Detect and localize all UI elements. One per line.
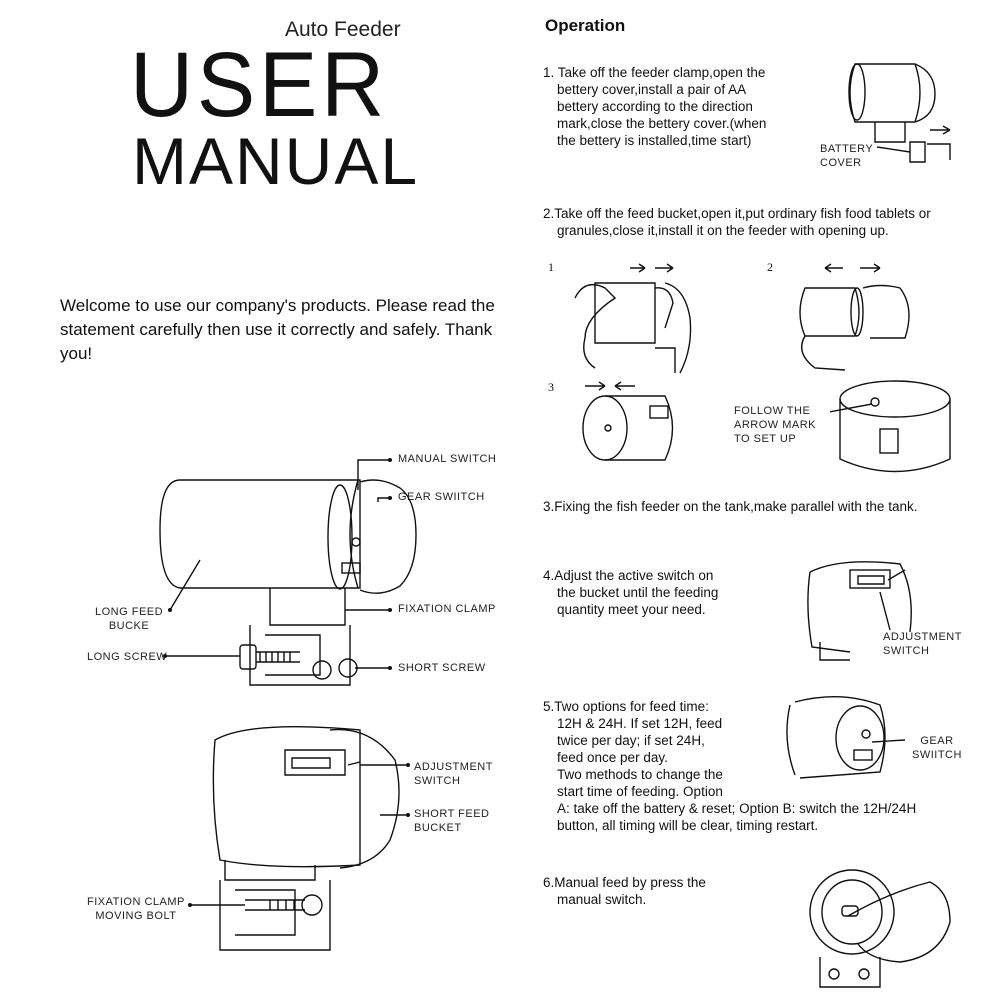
fig-number-2: 2	[767, 260, 773, 274]
label-step5-gear: GEAR SWIITCH	[912, 735, 962, 761]
label-long-screw: LONG SCREW	[87, 651, 168, 663]
long-bucket-diagram	[159, 458, 417, 686]
fig-number-1: 1	[548, 260, 554, 274]
step-5-options: A: take off the battery & reset; Option …	[557, 801, 917, 833]
hands-close-bucket-diagram	[799, 263, 910, 371]
hands-open-bucket-diagram	[574, 263, 692, 374]
operation-heading: Operation	[545, 16, 626, 35]
step-3-text: 3.Fixing the fish feeder on the tank,mak…	[543, 499, 918, 514]
label-step4-adjustment: ADJUSTMENT SWITCH	[883, 631, 962, 657]
label-long-feed: LONG FEED BUCKE	[95, 606, 164, 632]
step-4-text: 4.Adjust the active switch on the bucket…	[543, 568, 719, 617]
label-gear-switch: GEAR SWIITCH	[398, 491, 485, 503]
adjustment-switch-diagram	[807, 561, 912, 661]
label-short-feed: SHORT FEED BUCKET	[414, 808, 490, 834]
follow-arrow-diagram	[582, 381, 674, 461]
step-2-text: 2.Take off the feed bucket,open it,put o…	[543, 206, 931, 238]
label-adjustment-switch: ADJUSTMENT SWITCH	[414, 761, 493, 787]
bucket-top-diagram	[830, 380, 951, 473]
short-bucket-diagram	[188, 725, 410, 951]
label-short-screw: SHORT SCREW	[398, 662, 486, 674]
label-fixation-clamp: FIXATION CLAMP	[398, 603, 496, 615]
title-manual: MANUAL	[132, 124, 420, 198]
label-battery-cover: BATTERY COVER	[820, 143, 874, 169]
fig-number-3: 3	[548, 380, 554, 394]
step-1-text: 1. Take off the feeder clamp,open the be…	[543, 65, 767, 148]
title-user: USER	[130, 34, 389, 136]
manual-press-diagram	[809, 869, 951, 988]
subtitle: Auto Feeder	[285, 18, 401, 41]
label-follow-arrow: FOLLOW THE ARROW MARK TO SET UP	[734, 405, 816, 445]
step-6-text: 6.Manual feed by press the manual switch…	[543, 875, 706, 907]
welcome-text: Welcome to use our company's products. P…	[60, 296, 495, 363]
gear-switch-diagram	[786, 696, 906, 779]
label-fixation-moving-bolt: FIXATION CLAMP MOVING BOLT	[87, 896, 185, 922]
battery-cover-diagram	[848, 63, 951, 163]
label-manual-switch: MANUAL SWITCH	[398, 453, 497, 465]
step-5-text: 5.Two options for feed time: 12H & 24H. …	[543, 699, 723, 799]
